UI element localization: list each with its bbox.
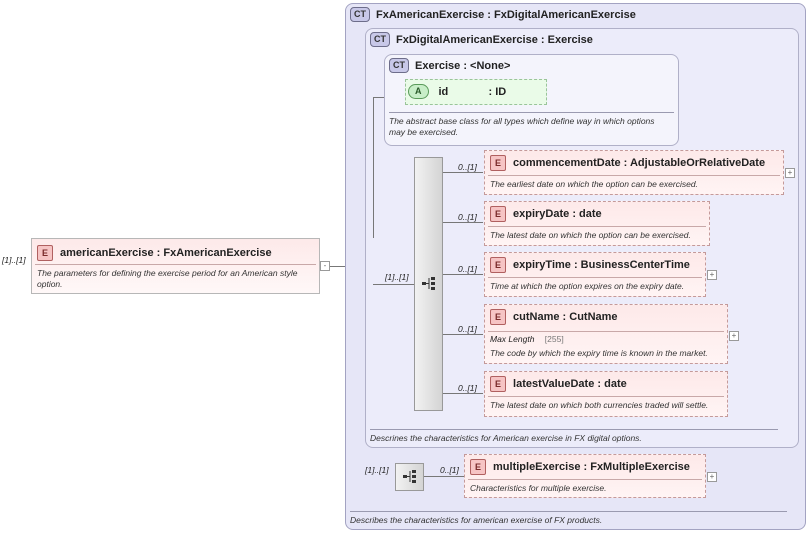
expiry-date-description: The latest date on which the option can … xyxy=(490,230,691,240)
facet-label: Max Length xyxy=(490,334,535,344)
expiry-date-name: expiryDate : date xyxy=(513,208,602,220)
fx-digital-american-exercise-title: FxDigitalAmericanExercise : Exercise xyxy=(396,33,593,46)
id-attribute-name: id xyxy=(438,85,449,98)
element-badge-icon: E xyxy=(490,155,507,171)
id-attribute-type: : ID xyxy=(488,85,507,98)
sequence-cardinality: [1]..[1] xyxy=(385,272,409,282)
expiry-time-description: Time at which the option expires on the … xyxy=(490,281,685,291)
expiry-time-title: E expiryTime : BusinessCenterTime xyxy=(490,257,690,273)
exercise-base-type: CT Exercise : <None> A id : ID The abstr… xyxy=(384,54,679,146)
divider xyxy=(468,479,702,480)
exercise-title: Exercise : <None> xyxy=(415,59,511,72)
commencement-date-title: E commencementDate : AdjustableOrRelativ… xyxy=(490,155,765,171)
expiry-date-title: E expiryDate : date xyxy=(490,206,602,222)
sequence-icon xyxy=(403,470,416,483)
divider xyxy=(488,226,706,227)
latest-value-date-element[interactable]: E latestValueDate : date The latest date… xyxy=(484,371,728,417)
cut-name-element[interactable]: E cutName : CutName Max Length [255] The… xyxy=(484,304,728,364)
expiry-time-name: expiryTime : BusinessCenterTime xyxy=(513,259,690,271)
latest-value-date-description: The latest date on which both currencies… xyxy=(490,400,709,410)
complex-type-icon: CT xyxy=(389,58,409,73)
latest-value-date-title: E latestValueDate : date xyxy=(490,376,627,392)
connector-child-3 xyxy=(443,274,483,275)
divider xyxy=(488,277,702,278)
multiple-exercise-title: E multipleExercise : FxMultipleExercise xyxy=(470,459,690,475)
fx-digital-american-exercise-description: Descrines the characteristics for Americ… xyxy=(370,433,642,443)
connector-child-5 xyxy=(443,393,483,394)
american-exercise-description: The parameters for defining the exercise… xyxy=(37,268,298,289)
expiry-time-cardinality: 0..[1] xyxy=(458,264,477,274)
connector-root-to-outer xyxy=(320,266,345,267)
fx-american-exercise-title: FxAmericanExercise : FxDigitalAmericanEx… xyxy=(376,8,636,21)
complex-type-icon: CT xyxy=(370,32,390,47)
multiple-exercise-name: multipleExercise : FxMultipleExercise xyxy=(493,461,690,473)
element-badge-icon: E xyxy=(490,309,507,325)
divider xyxy=(370,429,778,430)
facet-value: [255] xyxy=(544,334,564,344)
element-badge-icon: E xyxy=(490,206,507,222)
element-badge-icon: E xyxy=(37,245,54,261)
connector-multiple-exercise xyxy=(424,476,464,477)
root-cardinality: [1]..[1] xyxy=(2,255,26,265)
american-exercise-name: americanExercise : FxAmericanExercise xyxy=(60,247,272,259)
multiple-exercise-element[interactable]: E multipleExercise : FxMultipleExercise … xyxy=(464,454,706,498)
element-badge-icon: E xyxy=(490,257,507,273)
connector-mid-to-seq xyxy=(373,284,414,285)
commencement-date-name: commencementDate : AdjustableOrRelativeD… xyxy=(513,157,766,169)
divider xyxy=(488,396,724,397)
divider xyxy=(488,331,724,332)
expand-multiple-exercise-icon[interactable]: + xyxy=(707,472,717,482)
american-exercise-title: E americanExercise : FxAmericanExercise xyxy=(37,245,272,261)
id-attribute[interactable]: A id : ID xyxy=(405,79,547,105)
multiple-exercise-cardinality: 0..[1] xyxy=(440,465,459,475)
exercise-description: The abstract base class for all types wh… xyxy=(389,116,655,137)
commencement-date-cardinality: 0..[1] xyxy=(458,162,477,172)
complex-type-icon: CT xyxy=(350,7,370,22)
collapse-icon[interactable]: - xyxy=(320,261,330,271)
expand-cut-name-icon[interactable]: + xyxy=(729,331,739,341)
cut-name-description: The code by which the expiry time is kno… xyxy=(490,348,708,358)
cut-name-name: cutName : CutName xyxy=(513,311,618,323)
divider xyxy=(35,264,316,265)
cut-name-facet: Max Length [255] xyxy=(490,334,564,344)
american-exercise-element[interactable]: E americanExercise : FxAmericanExercise … xyxy=(31,238,320,294)
multiple-exercise-description: Characteristics for multiple exercise. xyxy=(470,483,607,493)
sequence-compositor[interactable] xyxy=(414,157,443,411)
sequence2-cardinality: [1]..[1] xyxy=(365,465,389,475)
expand-expiry-time-icon[interactable]: + xyxy=(707,270,717,280)
connector-base-type-h xyxy=(373,97,384,98)
element-badge-icon: E xyxy=(470,459,487,475)
connector-child-1 xyxy=(443,172,483,173)
cut-name-cardinality: 0..[1] xyxy=(458,324,477,334)
expiry-date-cardinality: 0..[1] xyxy=(458,212,477,222)
connector-base-type xyxy=(373,97,374,238)
cut-name-title: E cutName : CutName xyxy=(490,309,618,325)
attribute-badge-icon: A xyxy=(408,84,429,99)
divider xyxy=(488,175,780,176)
expiry-time-element[interactable]: E expiryTime : BusinessCenterTime Time a… xyxy=(484,252,706,297)
connector-child-2 xyxy=(443,222,483,223)
fx-american-exercise-description: Describes the characteristics for americ… xyxy=(350,515,603,525)
latest-value-date-name: latestValueDate : date xyxy=(513,378,627,390)
sequence-icon xyxy=(422,277,435,290)
divider xyxy=(350,511,787,512)
divider xyxy=(389,112,674,113)
expand-commencement-date-icon[interactable]: + xyxy=(785,168,795,178)
sequence2-compositor[interactable] xyxy=(395,463,424,491)
fx-digital-american-exercise-header: CT FxDigitalAmericanExercise : Exercise xyxy=(370,32,593,47)
latest-value-date-cardinality: 0..[1] xyxy=(458,383,477,393)
connector-child-4 xyxy=(443,334,483,335)
fx-american-exercise-header: CT FxAmericanExercise : FxDigitalAmerica… xyxy=(350,7,636,22)
expiry-date-element[interactable]: E expiryDate : date The latest date on w… xyxy=(484,201,710,246)
element-badge-icon: E xyxy=(490,376,507,392)
exercise-header: CT Exercise : <None> xyxy=(389,58,510,73)
commencement-date-description: The earliest date on which the option ca… xyxy=(490,179,698,189)
id-attribute-row: A id : ID xyxy=(408,84,506,99)
commencement-date-element[interactable]: E commencementDate : AdjustableOrRelativ… xyxy=(484,150,784,195)
